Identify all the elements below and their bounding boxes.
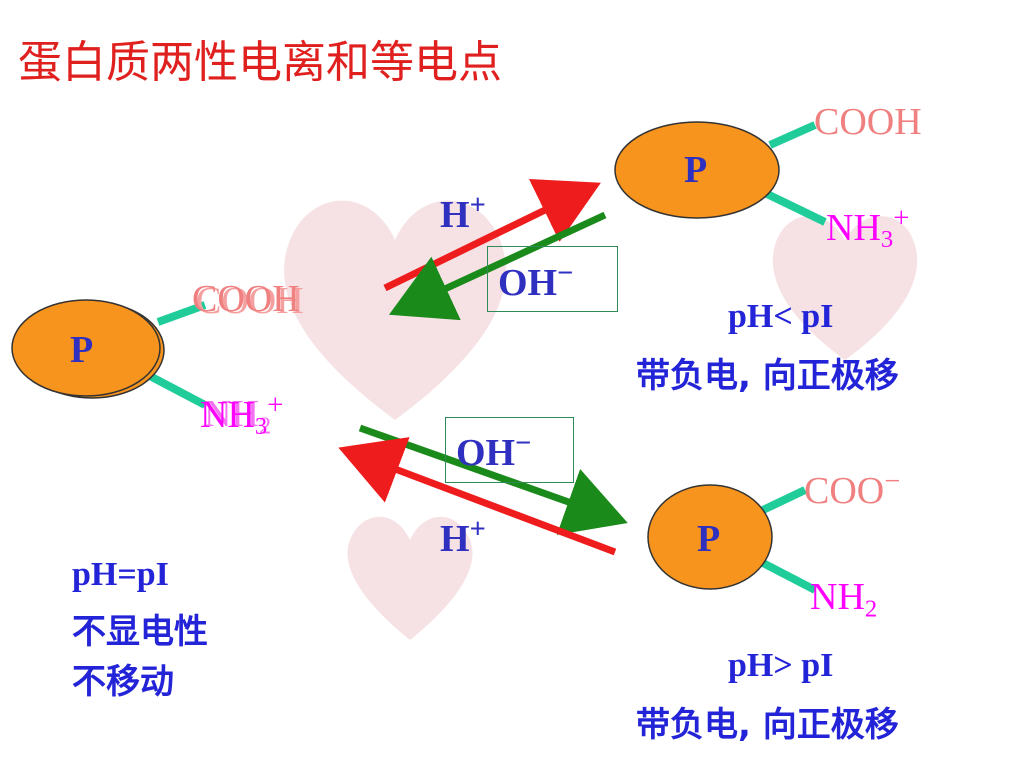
lower-oh-minus-label: OH− <box>456 428 532 474</box>
tr-bond-top <box>768 121 817 149</box>
tr-bond-bottom <box>763 189 827 226</box>
center-charge-text: 不显电性 <box>72 612 208 652</box>
background-heart-right <box>772 216 918 360</box>
upper-h-plus-label: H+ <box>440 190 486 236</box>
lower-oh-box <box>445 417 574 483</box>
center-group-cooh-ghost: COOH <box>196 280 304 322</box>
br-protein-label: P <box>697 518 721 560</box>
center-protein-body <box>11 299 161 397</box>
center-protein <box>11 299 207 409</box>
page-title: 蛋白质两性电离和等电点 <box>18 37 502 88</box>
top-right-protein <box>614 121 827 226</box>
upper-oh-minus-label: OH− <box>498 258 574 304</box>
center-protein-label: P <box>70 329 94 371</box>
br-bond-bottom <box>761 559 817 594</box>
br-condition: pH> pI <box>728 647 834 684</box>
center-group-nh3: NH3+ <box>200 390 284 441</box>
background-heart-small <box>347 516 473 640</box>
upper-green-arrow <box>388 211 607 321</box>
br-protein-body <box>647 484 773 590</box>
br-charge-text: 带负电, 向正极移 <box>636 705 899 745</box>
tr-protein-label: P <box>684 149 708 191</box>
tr-group-cooh: COOH <box>814 101 922 143</box>
bottom-right-protein <box>647 484 817 594</box>
br-group-coo: COO− <box>804 466 901 512</box>
tr-group-nh3: NH3+ <box>826 203 910 254</box>
center-migration-text: 不移动 <box>72 662 174 702</box>
center-bond-top <box>156 301 207 326</box>
upper-oh-box <box>487 246 618 312</box>
center-condition: pH=pI <box>72 556 169 593</box>
tr-charge-text: 带负电, 向正极移 <box>636 356 899 396</box>
lower-red-arrow <box>338 437 617 556</box>
tr-protein-body <box>614 121 780 219</box>
tr-condition: pH< pI <box>728 298 834 335</box>
center-bond-bottom <box>146 371 207 409</box>
center-group-nh2: NH2 <box>204 393 272 440</box>
br-bond-top <box>761 486 807 514</box>
lower-h-plus-label: H+ <box>440 514 486 560</box>
center-group-cooh: COOH <box>192 278 300 320</box>
br-group-nh2: NH2 <box>810 576 878 623</box>
